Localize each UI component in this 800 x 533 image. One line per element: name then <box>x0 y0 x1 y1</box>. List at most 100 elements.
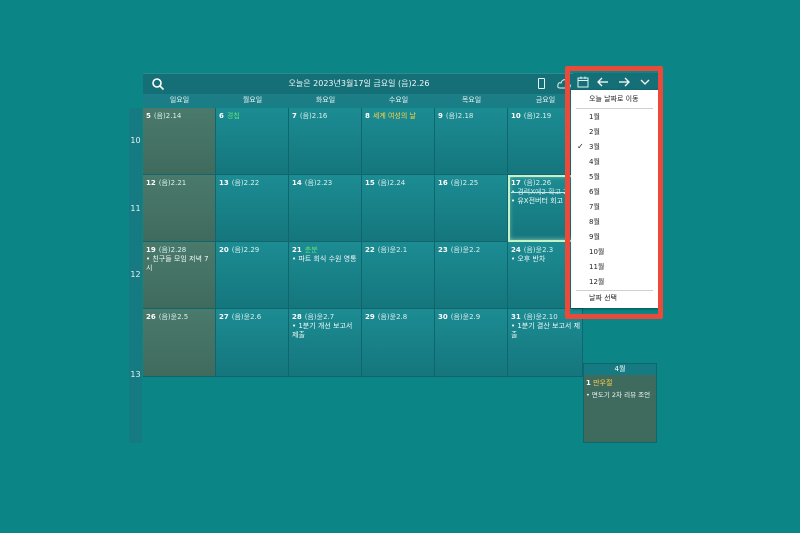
menu-item-month[interactable]: 4월 <box>571 155 658 169</box>
day-cell[interactable]: 17(음)2.26• 경력X에2 확고 2• 유X전버터 회고 <box>508 175 583 242</box>
day-header: 14(음)2.23 <box>292 178 332 188</box>
event-item[interactable]: • 1분기 개선 보고서 제출 <box>292 322 353 339</box>
lunar-date: (음)윤2.7 <box>304 313 335 321</box>
day-cell[interactable]: 13(음)2.22 <box>216 175 289 242</box>
menu-item-month[interactable]: ✓3월 <box>571 140 658 154</box>
event-item[interactable]: • 1분기 결산 보고서 제출 <box>511 322 581 339</box>
menu-item-pick-date[interactable]: 날짜 선택 <box>589 294 617 302</box>
day-header: 9(음)2.18 <box>438 111 473 121</box>
day-number: 19 <box>146 246 156 254</box>
event-item-completed[interactable]: • 경력X에2 확고 2 <box>511 188 568 196</box>
holiday-label: 경칩 <box>226 112 240 120</box>
day-number: 30 <box>438 313 448 321</box>
day-cell[interactable]: 29(음)윤2.8 <box>362 309 435 377</box>
day-number: 7 <box>292 112 297 120</box>
day-number: 20 <box>219 246 229 254</box>
day-header: 15(음)2.24 <box>365 178 405 188</box>
day-cell[interactable]: 9(음)2.18 <box>435 108 508 175</box>
calendar-icon[interactable] <box>577 76 589 88</box>
day-cell[interactable]: 15(음)2.24 <box>362 175 435 242</box>
day-header: 27(음)윤2.6 <box>219 312 261 322</box>
menu-item-month[interactable]: 10월 <box>571 245 658 259</box>
day-number: 1 <box>586 379 591 387</box>
day-cell[interactable]: 28(음)윤2.7• 1분기 개선 보고서 제출 <box>289 309 362 377</box>
day-number: 9 <box>438 112 443 120</box>
day-header: 12(음)2.21 <box>146 178 186 188</box>
lunar-date: (음)2.25 <box>450 179 479 187</box>
menu-item-label: 7월 <box>589 203 600 211</box>
menu-item-month[interactable]: 8월 <box>571 215 658 229</box>
week-number-column: 10 11 12 13 <box>129 108 142 443</box>
day-cell[interactable]: 14(음)2.23 <box>289 175 362 242</box>
lunar-date: (음)2.22 <box>231 179 260 187</box>
lunar-date: (음)2.21 <box>158 179 187 187</box>
today-title: 오늘은 2023년3월17일 금요일 (음)2.26 <box>288 79 430 88</box>
lunar-date: (음)2.18 <box>445 112 474 120</box>
weekday-header: 일요일 월요일 화요일 수요일 목요일 금요일 <box>143 94 584 107</box>
day-cell[interactable]: 26(음)윤2.5 <box>143 309 216 377</box>
day-cell[interactable]: 24(음)윤2.3• 오후 반차 <box>508 242 583 309</box>
day-cell[interactable]: 30(음)윤2.9 <box>435 309 508 377</box>
day-header: 28(음)윤2.7 <box>292 312 334 322</box>
menu-item-month[interactable]: 1월 <box>571 110 658 124</box>
lunar-date: (음)윤2.5 <box>158 313 189 321</box>
day-cell[interactable]: 12(음)2.21 <box>143 175 216 242</box>
day-cell[interactable]: 31(음)윤2.10• 1분기 결산 보고서 제출 <box>508 309 583 377</box>
chevron-down-icon[interactable] <box>639 76 651 88</box>
lunar-date: (음)2.14 <box>153 112 182 120</box>
day-header: 13(음)2.22 <box>219 178 259 188</box>
day-number: 13 <box>219 179 229 187</box>
weekday-wednesday: 수요일 <box>362 94 436 107</box>
day-cell[interactable]: 20(음)2.29 <box>216 242 289 309</box>
day-number: 16 <box>438 179 448 187</box>
menu-item-label: 4월 <box>589 158 600 166</box>
menu-item-month[interactable]: 6월 <box>571 185 658 199</box>
menu-item-month[interactable]: 5월 <box>571 170 658 184</box>
lunar-date: (음)윤2.8 <box>377 313 408 321</box>
search-icon[interactable] <box>151 77 165 91</box>
day-header: 29(음)윤2.8 <box>365 312 407 322</box>
event-item[interactable]: • 오후 반차 <box>511 255 546 263</box>
menu-item-month[interactable]: 11월 <box>571 260 658 274</box>
menu-item-month[interactable]: 9월 <box>571 230 658 244</box>
day-number: 23 <box>438 246 448 254</box>
arrow-right-icon[interactable] <box>618 76 630 88</box>
holiday-label: 춘분 <box>304 246 318 254</box>
day-header: 24(음)윤2.3 <box>511 245 553 255</box>
day-cell[interactable]: 7(음)2.16 <box>289 108 362 175</box>
event-item[interactable]: • 유X전버터 회고 <box>511 197 564 205</box>
arrow-left-icon[interactable] <box>597 76 609 88</box>
menu-item-month[interactable]: 2월 <box>571 125 658 139</box>
menu-item-label: 12월 <box>589 278 605 286</box>
event-item[interactable]: • 면도기 2차 리뷰 조언 <box>586 391 651 399</box>
day-cell[interactable]: 16(음)2.25 <box>435 175 508 242</box>
day-header: 26(음)윤2.5 <box>146 312 188 322</box>
day-cell[interactable]: 22(음)윤2.1 <box>362 242 435 309</box>
lunar-date: (음)윤2.9 <box>450 313 481 321</box>
weekday-thursday: 목요일 <box>435 94 509 107</box>
calendar-header: 오늘은 2023년3월17일 금요일 (음)2.26 <box>143 73 575 94</box>
menu-item-goto-today[interactable]: 오늘 날짜로 이동 <box>589 95 639 103</box>
day-header: 7(음)2.16 <box>292 111 327 121</box>
week-number: 13 <box>130 370 141 379</box>
calendar-toolbar <box>573 73 661 91</box>
day-cell[interactable]: 5(음)2.14 <box>143 108 216 175</box>
menu-item-label: 5월 <box>589 173 600 181</box>
menu-item-month[interactable]: 7월 <box>571 200 658 214</box>
day-cell[interactable]: 23(음)윤2.2 <box>435 242 508 309</box>
phone-icon[interactable] <box>538 78 545 89</box>
event-item[interactable]: • 파트 회식 수원 영통 <box>292 255 357 263</box>
day-cell[interactable]: 27(음)윤2.6 <box>216 309 289 377</box>
menu-item-month[interactable]: 12월 <box>571 275 658 289</box>
lunar-date: (음)2.24 <box>377 179 406 187</box>
next-month-preview[interactable]: 4월 1 만우절 • 면도기 2차 리뷰 조언 <box>583 363 657 443</box>
day-cell[interactable]: 10(음)2.19 <box>508 108 583 175</box>
event-item[interactable]: • 친구들 모임 저녁 7시 <box>146 255 209 272</box>
day-cell[interactable]: 19(음)2.28• 친구들 모임 저녁 7시 <box>143 242 216 309</box>
next-month-day[interactable]: 1 만우절 <box>586 378 612 388</box>
week-number: 10 <box>130 136 141 145</box>
